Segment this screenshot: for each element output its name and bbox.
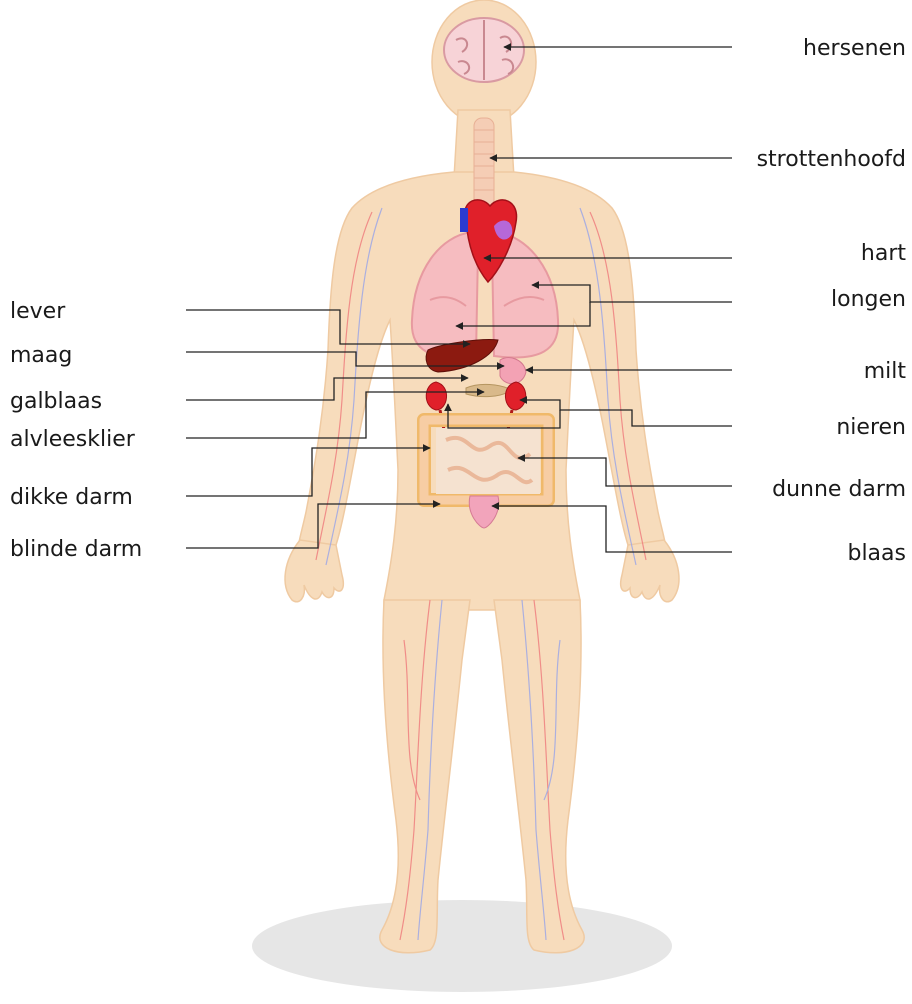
label-lever: lever — [10, 299, 66, 324]
label-dunne-darm: dunne darm — [772, 477, 906, 502]
label-alvleesklier: alvleesklier — [10, 427, 136, 452]
small-intestine-organ — [436, 428, 540, 494]
floor-shadow — [252, 900, 672, 992]
label-milt: milt — [864, 359, 907, 384]
label-hart: hart — [861, 241, 906, 266]
label-strottenhoofd: strottenhoofd — [757, 147, 906, 172]
label-dikke-darm: dikke darm — [10, 485, 133, 510]
label-longen: longen — [831, 287, 906, 312]
label-blinde-darm: blinde darm — [10, 537, 142, 562]
label-galblaas: galblaas — [10, 389, 102, 414]
label-maag: maag — [10, 343, 72, 368]
label-blaas: blaas — [847, 541, 906, 566]
brain-organ — [444, 18, 524, 82]
trachea-organ — [474, 118, 494, 208]
label-nieren: nieren — [836, 415, 906, 440]
label-hersenen: hersenen — [803, 36, 906, 61]
